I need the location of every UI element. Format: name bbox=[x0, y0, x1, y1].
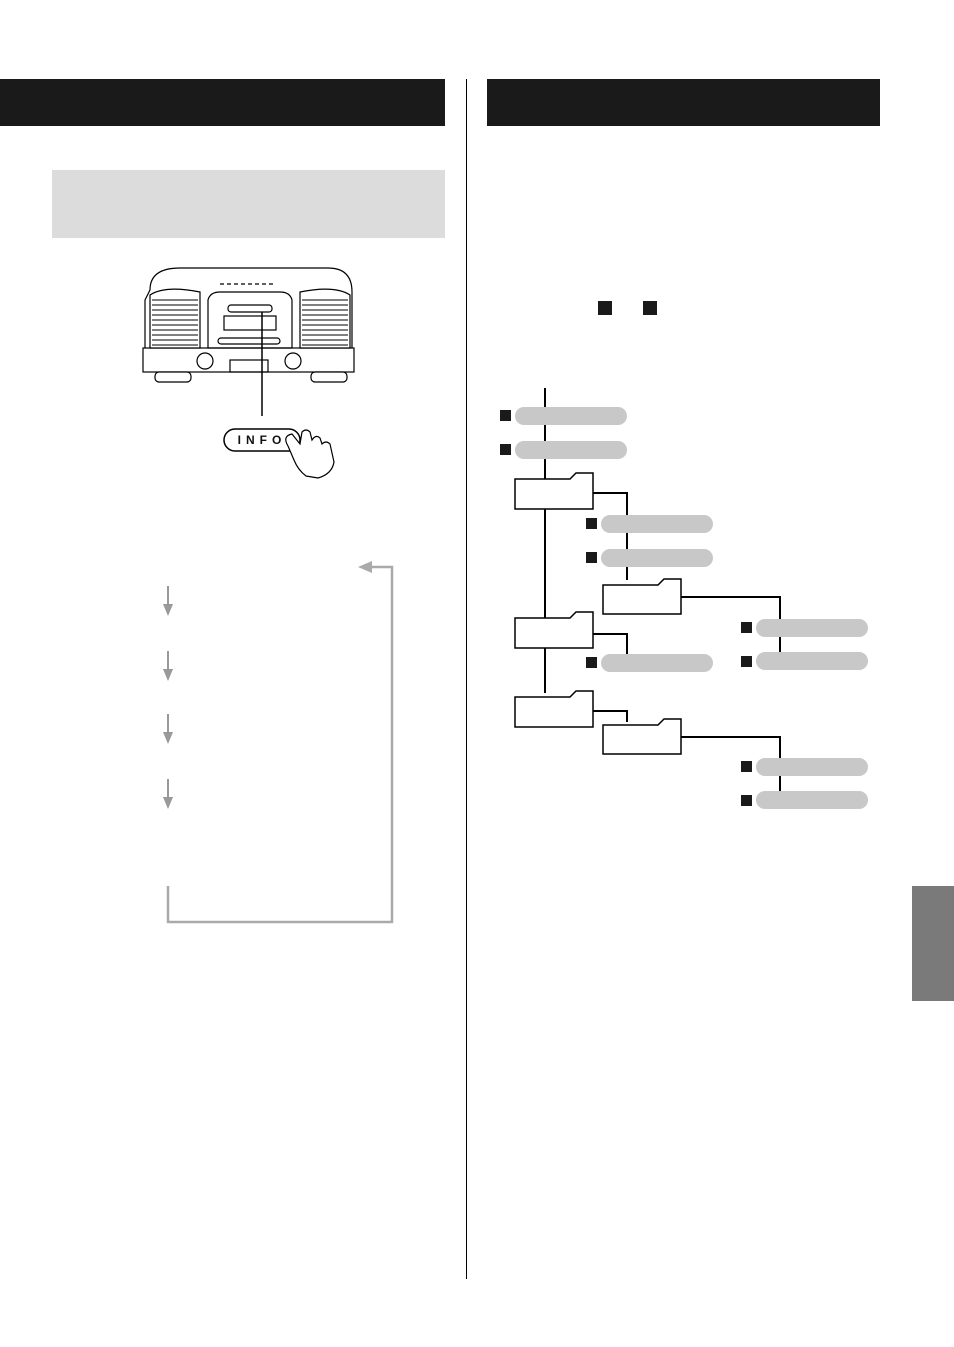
side-tab bbox=[912, 886, 954, 1001]
info-button-outline bbox=[223, 428, 301, 452]
right-section-header-bar bbox=[487, 79, 880, 126]
legend-square-2 bbox=[643, 301, 657, 315]
flow-return-line bbox=[166, 565, 394, 924]
flow-return-arrowhead bbox=[358, 561, 372, 573]
legend-square-1 bbox=[598, 301, 612, 315]
hand-pointer-icon bbox=[285, 429, 335, 479]
flow-arrows bbox=[163, 586, 173, 809]
column-divider bbox=[466, 79, 467, 1279]
radio-device-illustration bbox=[142, 267, 355, 383]
folder-tree-diagram bbox=[500, 388, 868, 809]
left-section-header-bar bbox=[0, 79, 445, 126]
info-button-label: INFO bbox=[237, 433, 287, 447]
left-subsection-box bbox=[52, 170, 445, 238]
